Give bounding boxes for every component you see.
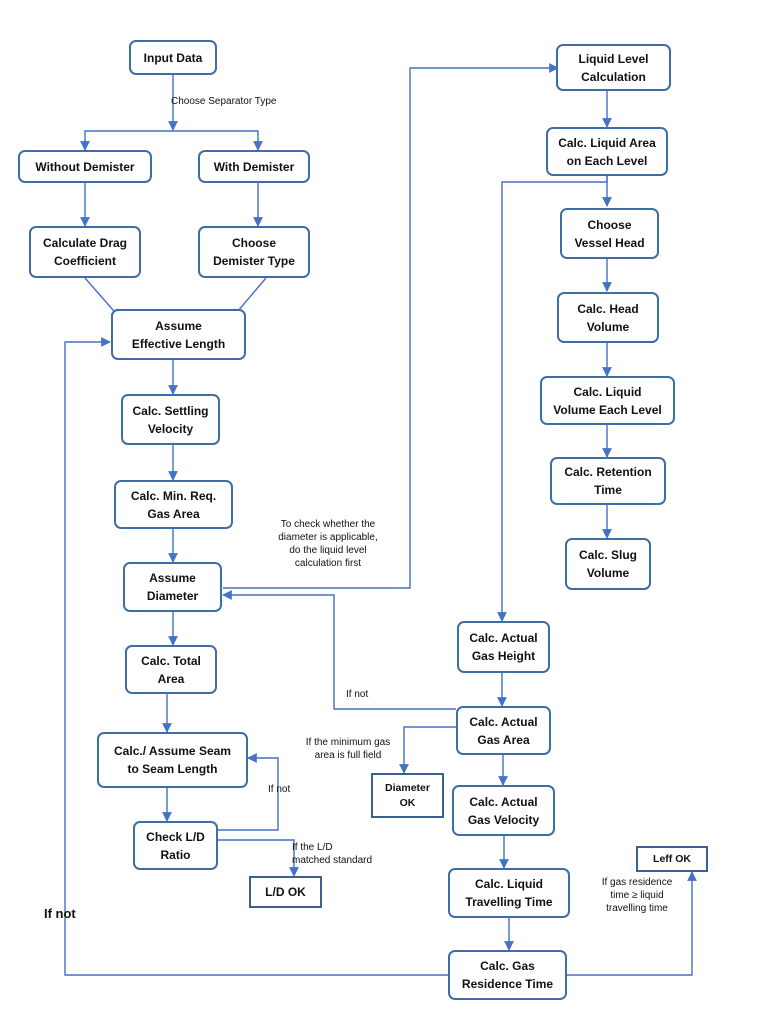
vessel-head-box: Choose Vessel Head [560,208,659,259]
retention-time-box: Calc. Retention Time [550,457,666,505]
connector [567,871,697,976]
connector [223,63,559,589]
connector [84,130,259,150]
leff-ok-box: Leff OK [636,846,708,872]
input-data-box: Input Data [129,40,217,75]
assume-length-box: Assume Effective Length [111,309,246,360]
if-not-diameter-label: If not [346,689,369,700]
check-diameter-label: To check whether the diameter is applica… [278,519,378,569]
diameter-ok-box: Diameter OK [371,773,444,818]
gas-velocity-box: Calc. Actual Gas Velocity [452,785,555,836]
connector [497,176,608,622]
liquid-level-box: Liquid Level Calculation [556,44,671,91]
connector [222,590,456,710]
total-area-box: Calc. Total Area [125,645,217,694]
connector [399,726,456,774]
choose-separator-label: Choose Separator Type [171,96,277,107]
ld-ok-box: L/D OK [249,876,322,908]
choose-demister-box: Choose Demister Type [198,226,310,278]
connector [64,337,448,976]
slug-volume-box: Calc. Slug Volume [565,538,651,590]
with-demister-box: With Demister [198,150,310,183]
settling-velocity-box: Calc. Settling Velocity [121,394,220,445]
min-gas-area-box: Calc. Min. Req. Gas Area [114,480,233,529]
without-demister-box: Without Demister [18,150,152,183]
gas-height-box: Calc. Actual Gas Height [457,621,550,673]
seam-length-box: Calc./ Assume Seam to Seam Length [97,732,248,788]
ld-matched-label: If the L/D matched standard [292,842,373,866]
if-not-loop-label: If not [44,906,76,921]
connector [218,753,279,831]
min-gas-full-label: If the minimum gas area is full field [305,737,391,761]
liquid-travel-box: Calc. Liquid Travelling Time [448,868,570,918]
gas-area-box: Calc. Actual Gas Area [456,706,551,755]
calc-drag-box: Calculate Drag Coefficient [29,226,141,278]
residence-condition-label: If gas residence time ≥ liquid travellin… [601,877,673,914]
connector [218,839,299,877]
liquid-volume-box: Calc. Liquid Volume Each Level [540,376,675,425]
gas-residence-box: Calc. Gas Residence Time [448,950,567,1000]
if-not-ld-label: If not [268,784,291,795]
check-ld-box: Check L/D Ratio [133,821,218,870]
liquid-area-box: Calc. Liquid Area on Each Level [546,127,668,176]
head-volume-box: Calc. Head Volume [557,292,659,343]
assume-diameter-box: Assume Diameter [123,562,222,612]
